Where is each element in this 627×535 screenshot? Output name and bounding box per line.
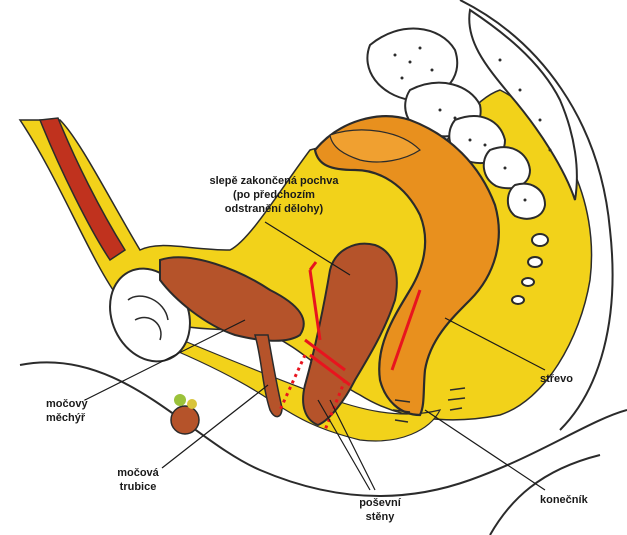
external-genitalia [171, 406, 199, 434]
label-urethra: močová trubice [108, 466, 168, 494]
label-vaginal-walls: poševní stěny [352, 496, 408, 524]
leader-rectum [425, 410, 545, 490]
label-rectum: konečník [540, 493, 588, 507]
label-blind-vagina: slepě zakončená pochva (po předchozím od… [184, 174, 364, 216]
label-bladder: močový měchýř [46, 397, 88, 425]
pubic-muscle [40, 118, 125, 260]
label-intestine: střevo [540, 372, 573, 386]
